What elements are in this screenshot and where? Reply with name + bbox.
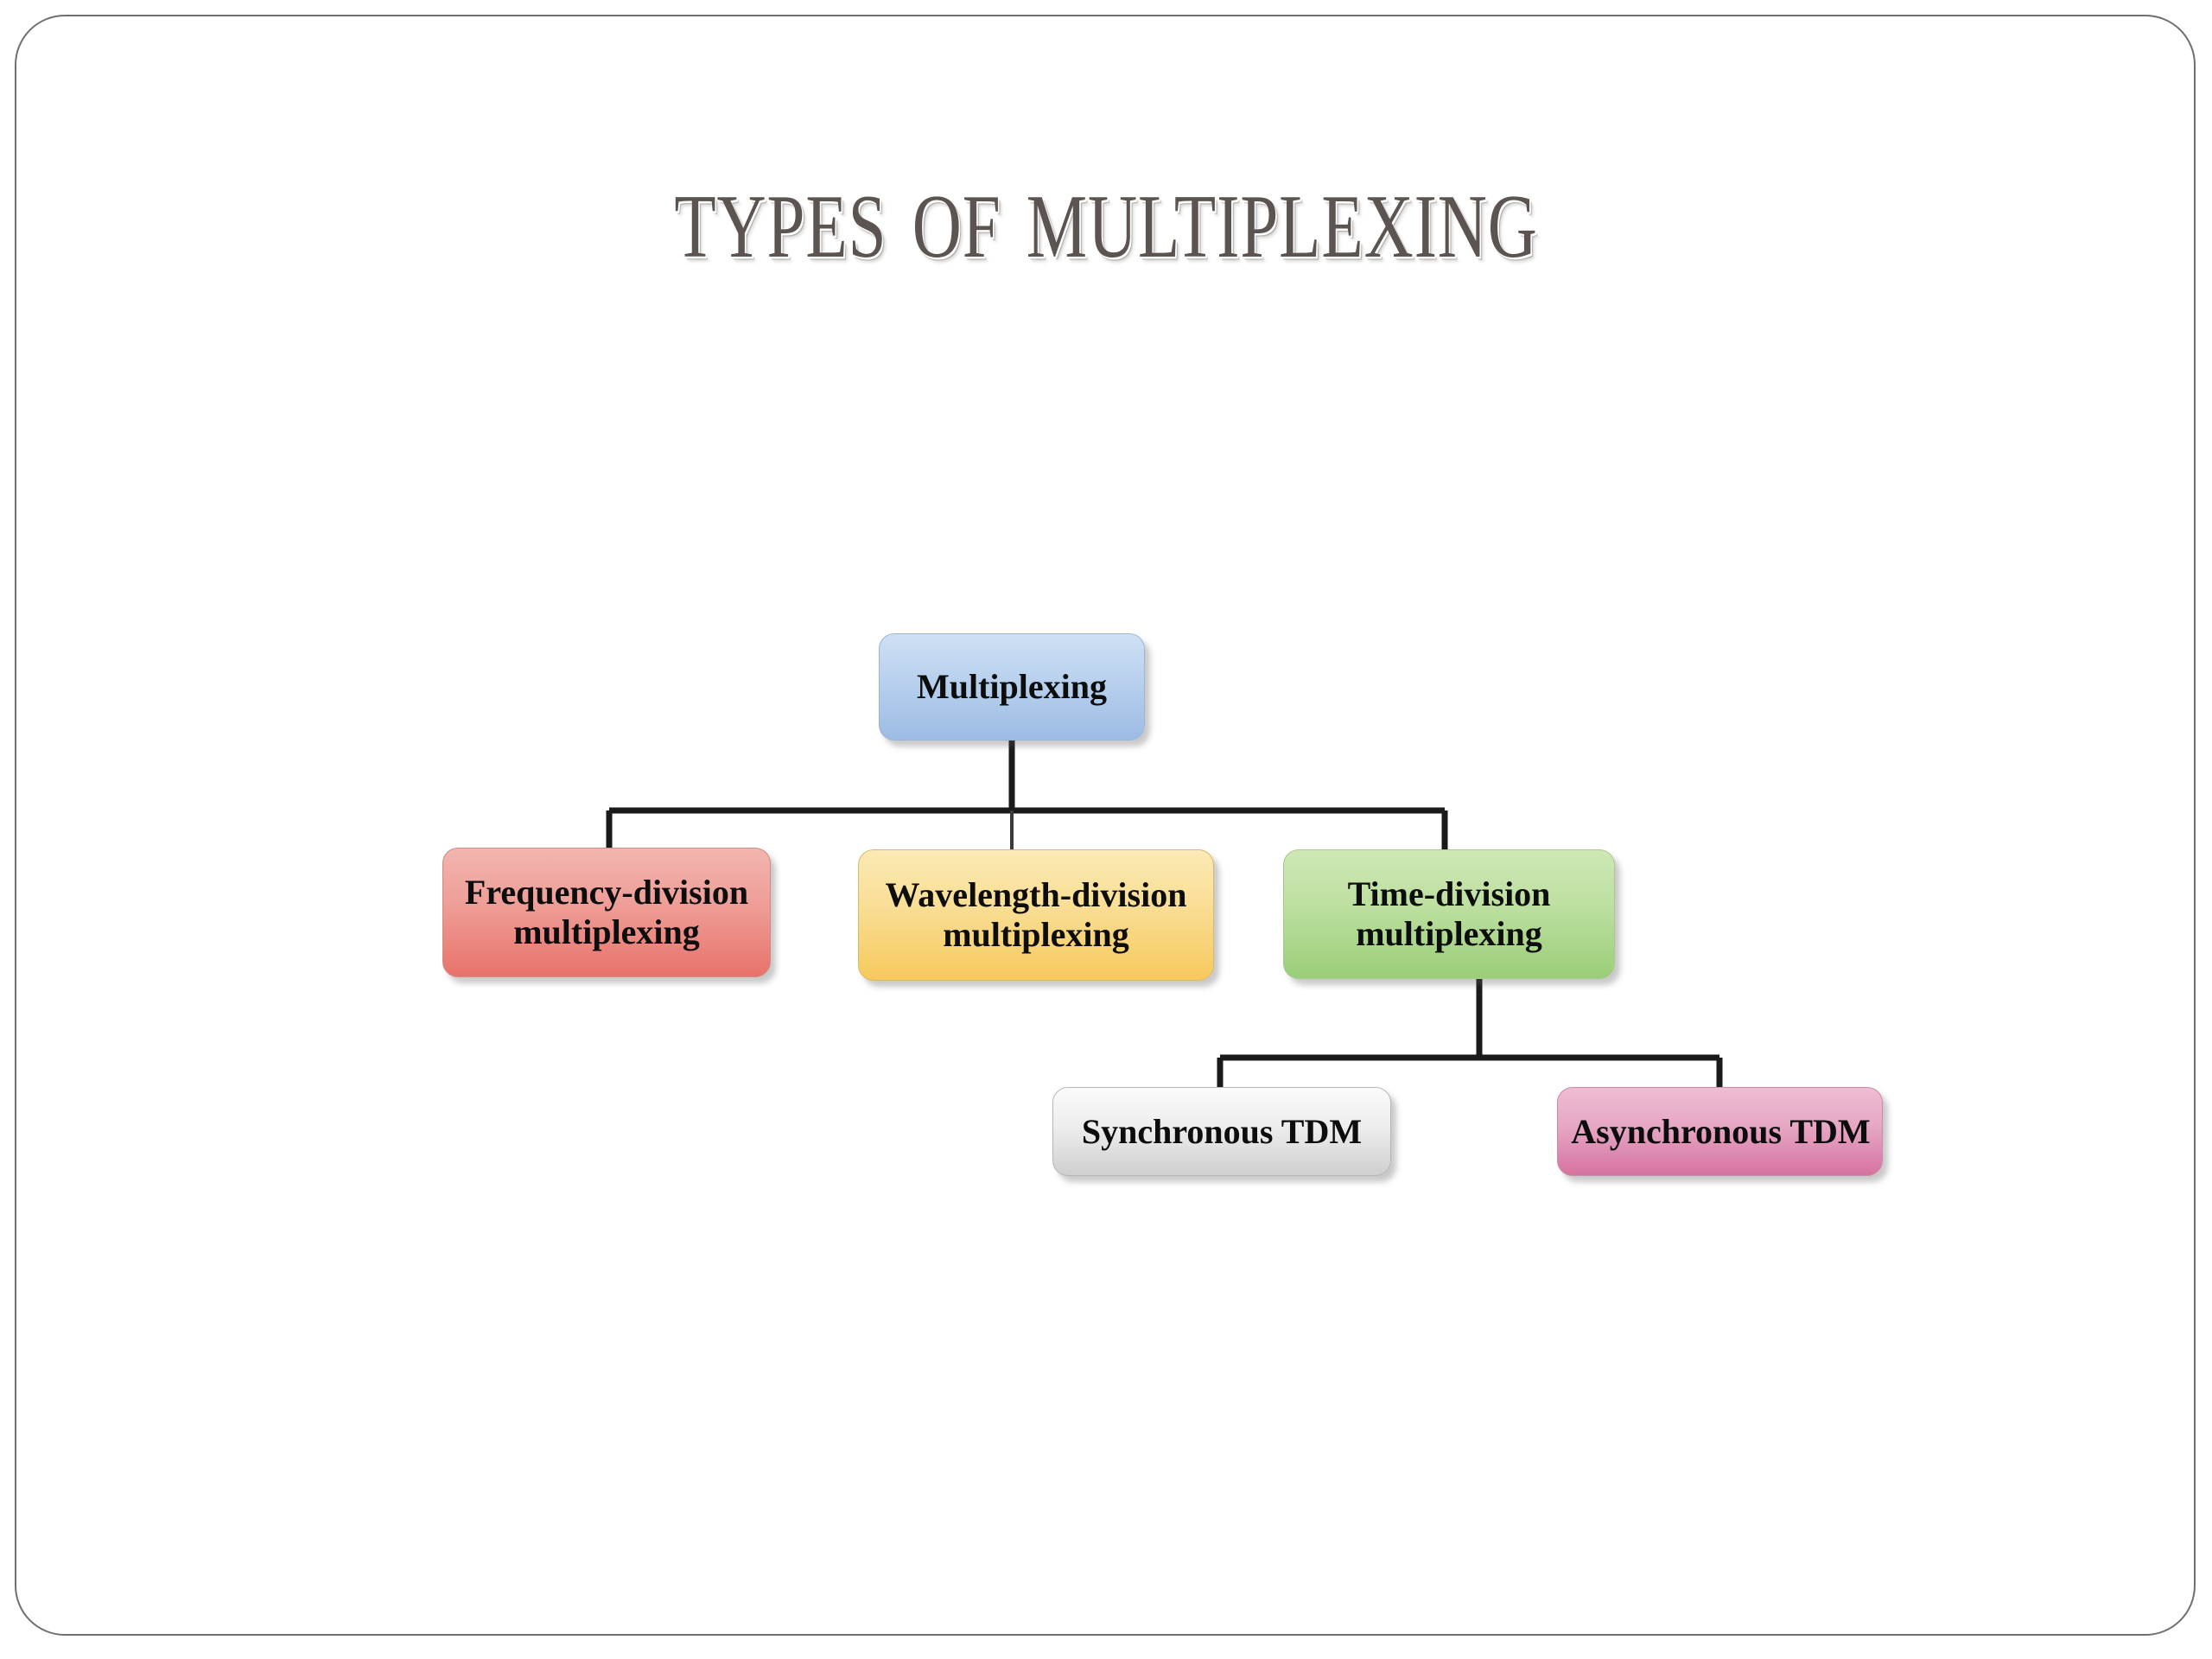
node-synchronous-tdm[interactable]: Synchronous TDM	[1052, 1087, 1391, 1176]
node-frequency-division-multiplexing[interactable]: Frequency-division multiplexing	[442, 848, 771, 977]
node-wavelength-division-multiplexing-label: Wavelength-division multiplexing	[885, 875, 1187, 954]
slide-frame-border	[15, 15, 2196, 1636]
node-time-division-multiplexing[interactable]: Time-division multiplexing	[1283, 849, 1615, 979]
node-time-division-multiplexing-label: Time-division multiplexing	[1347, 874, 1551, 953]
node-multiplexing[interactable]: Multiplexing	[879, 633, 1145, 741]
node-frequency-division-multiplexing-label: Frequency-division multiplexing	[464, 873, 749, 951]
node-wavelength-division-multiplexing[interactable]: Wavelength-division multiplexing	[858, 849, 1214, 981]
node-asynchronous-tdm-label: Asynchronous TDM	[1571, 1111, 1871, 1151]
node-asynchronous-tdm[interactable]: Asynchronous TDM	[1557, 1087, 1883, 1176]
node-multiplexing-label: Multiplexing	[916, 667, 1108, 706]
node-synchronous-tdm-label: Synchronous TDM	[1081, 1111, 1363, 1151]
